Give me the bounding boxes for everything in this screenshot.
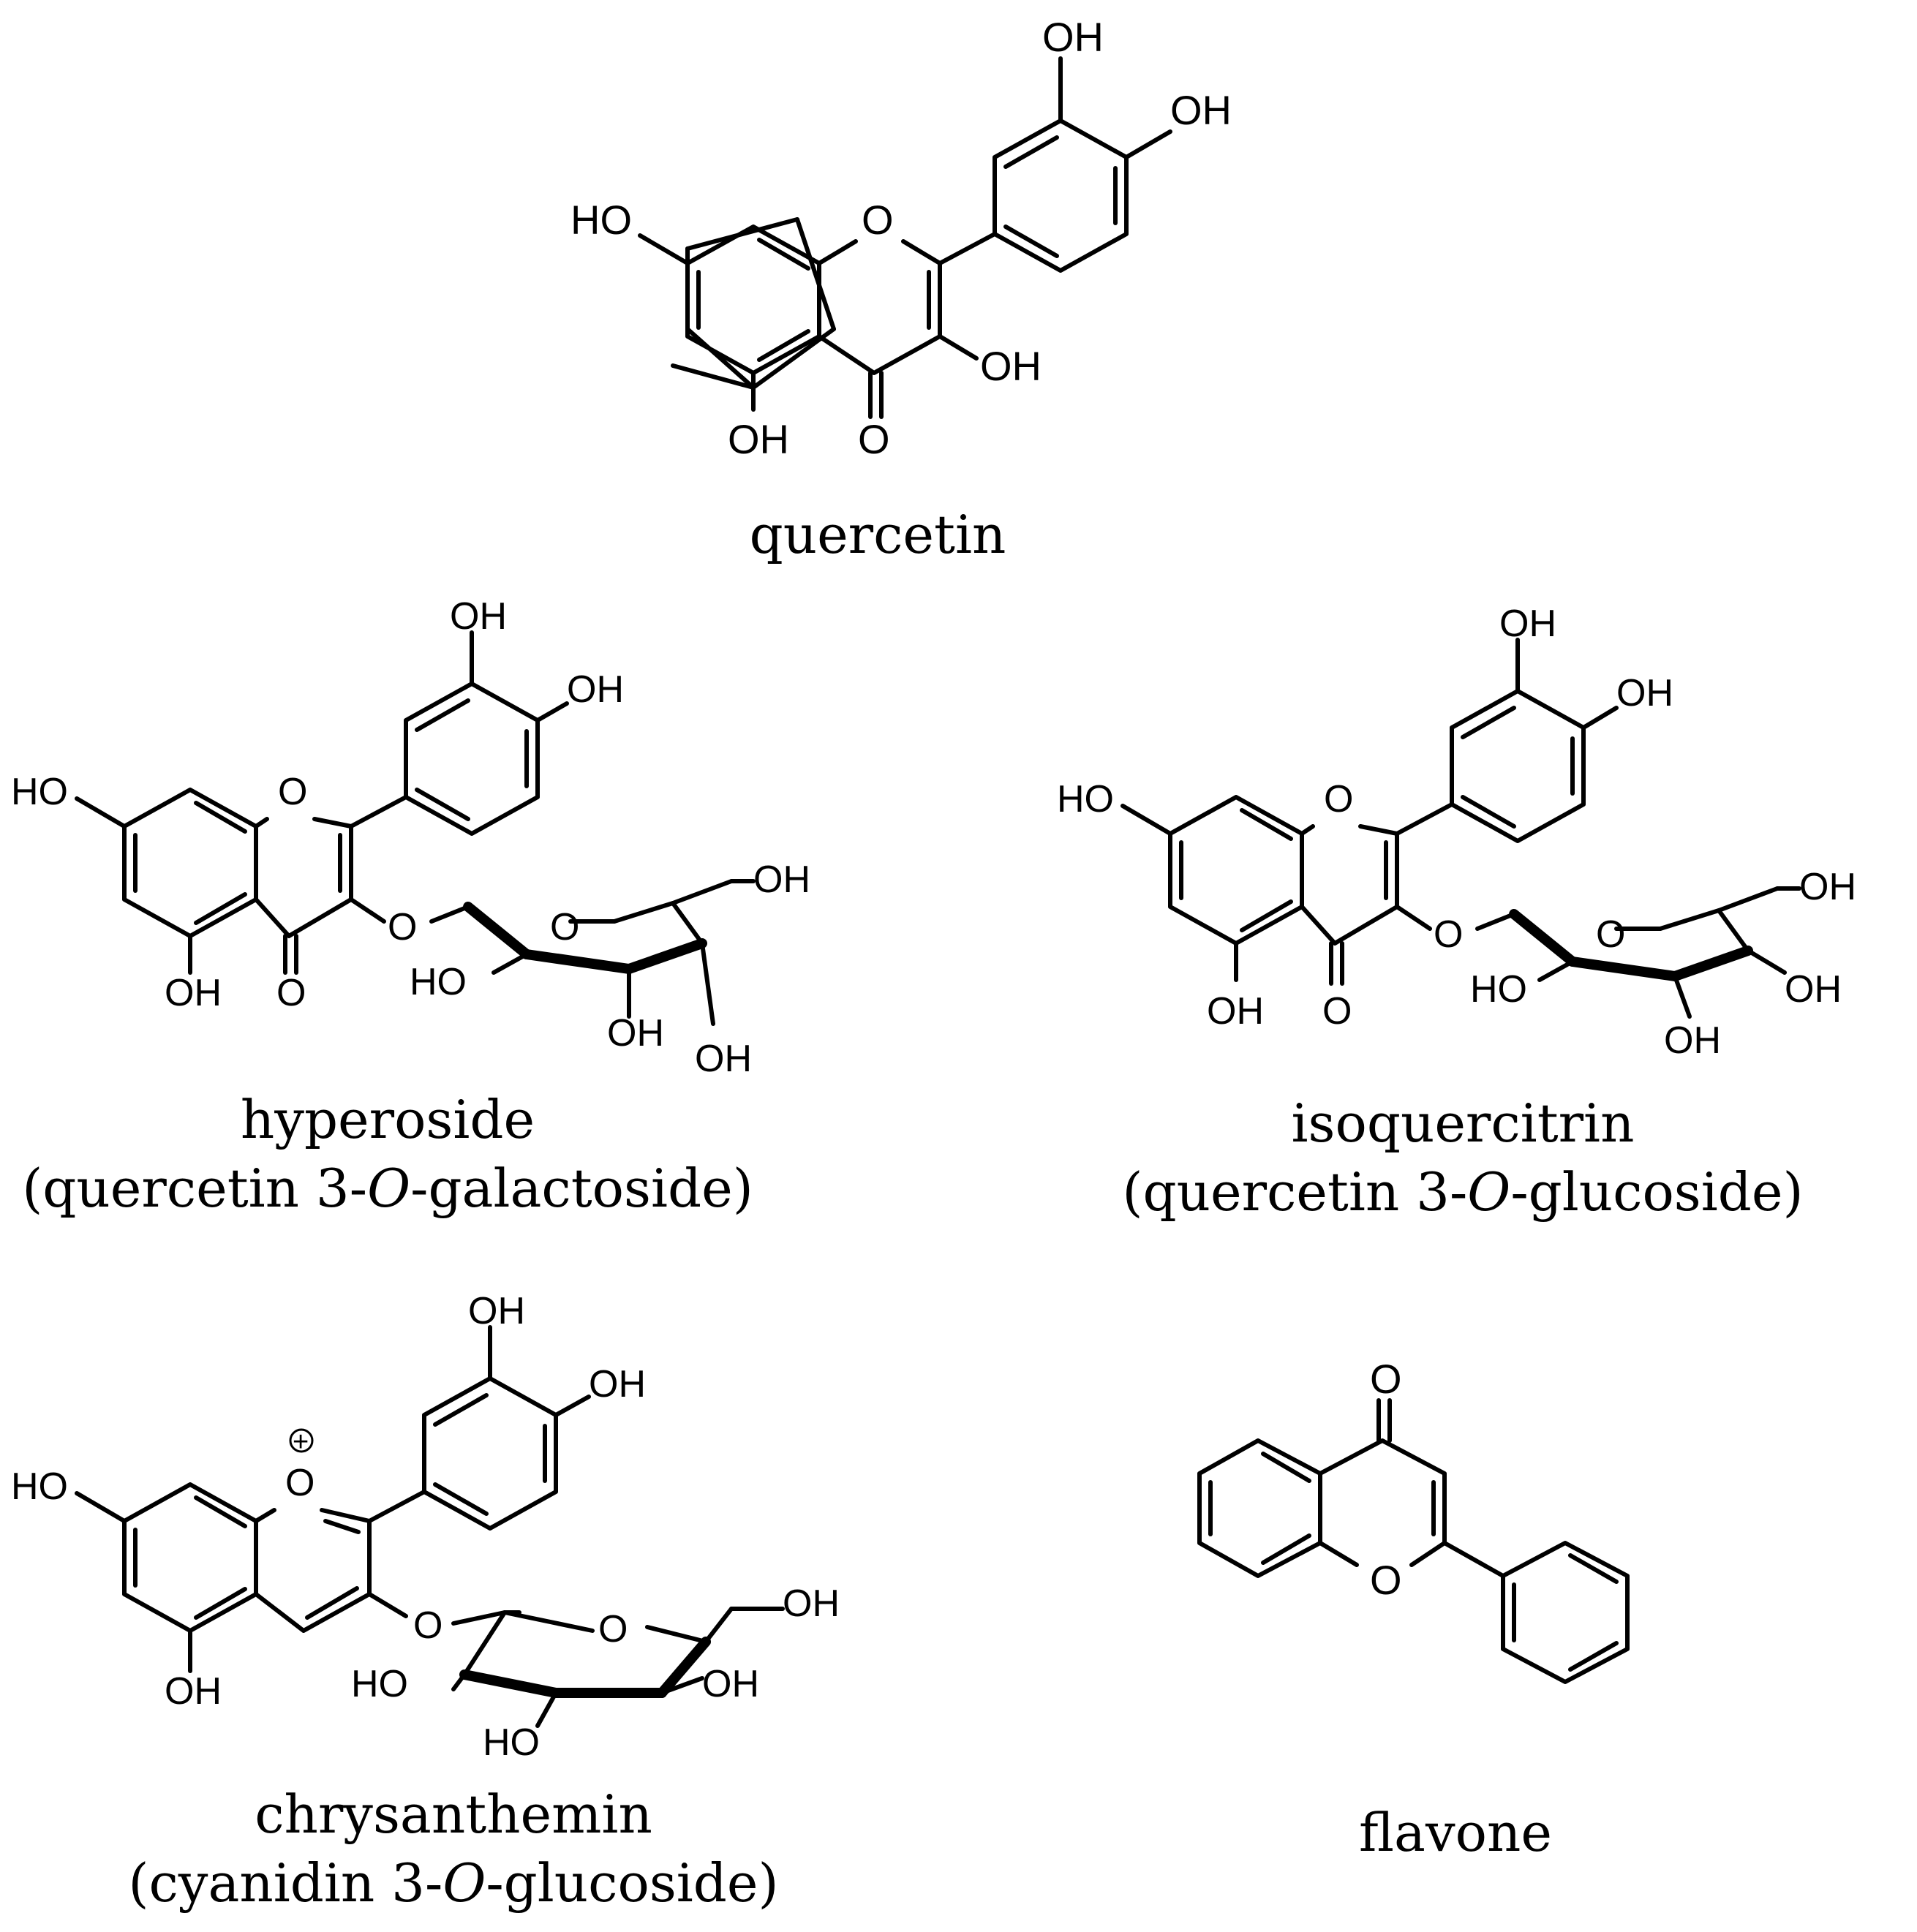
hyperoside-ring-o-label: O <box>278 771 307 813</box>
flavone-structure <box>1197 1398 1630 1684</box>
quercetin-carbonyl-label: O <box>858 416 890 462</box>
isoquercitrin-oh4s-label: OH <box>1785 968 1842 1011</box>
chrysanthemin-charge-label: + <box>293 1427 309 1457</box>
flavone-labels: O O <box>1370 1356 1402 1603</box>
hyperoside-sugar-ring-o-label: O <box>550 906 579 948</box>
chrysanthemin-oh7-label: HO <box>11 1465 68 1508</box>
chrysanthemin-oh2s-label: HO <box>351 1663 408 1705</box>
chrysanthemin-labels: HO O + OH O OH OH O OH HO HO OH <box>11 1290 840 1764</box>
hyperoside-caption: hyperoside (quercetin 3-O-galactoside) <box>22 1086 753 1223</box>
hyperoside-subtitle-pre: (quercetin 3- <box>22 1157 368 1219</box>
isoquercitrin-oh7-label: HO <box>1057 778 1114 820</box>
hyperoside-oh3p-label: OH <box>450 595 507 638</box>
isoquercitrin-structure <box>1121 638 1801 1019</box>
quercetin-caption: quercetin <box>622 501 1134 570</box>
chrysanthemin-oh4s-label: OH <box>702 1663 759 1705</box>
chrysanthemin-subtitle: (cyanidin 3-O-glucoside) <box>88 1849 819 1918</box>
chrysanthemin-oh3s-label: HO <box>483 1721 540 1764</box>
isoquercitrin-subtitle-pre: (quercetin 3- <box>1122 1161 1468 1223</box>
isoquercitrin-oh2s-label: HO <box>1470 968 1527 1011</box>
isoquercitrin-sugar-ring-o-label: O <box>1596 913 1625 956</box>
quercetin-oh5-label: OH <box>728 416 789 462</box>
hyperoside-structure <box>75 630 756 1026</box>
quercetin-oh4p-label: OH <box>1170 87 1232 133</box>
hyperoside-oh5-label: OH <box>165 972 222 1014</box>
hyperoside-carbonyl-label: O <box>276 972 306 1014</box>
hyperoside-glyco-o-label: O <box>388 906 417 948</box>
chrysanthemin-oh3p-label: OH <box>468 1290 525 1332</box>
hyperoside-oh6s-label: OH <box>753 859 810 901</box>
chrysanthemin-oh6s-label: OH <box>783 1582 840 1625</box>
flavone-name: flavone <box>1359 1802 1552 1863</box>
isoquercitrin-subtitle-post: -glucoside) <box>1510 1161 1804 1223</box>
quercetin-labels: HO O OH O OH OH OH <box>570 14 1232 462</box>
hyperoside-subtitle-italic: O <box>367 1157 411 1219</box>
isoquercitrin-name: isoquercitrin <box>1291 1093 1635 1154</box>
isoquercitrin-labels: HO O OH O O OH OH O OH HO OH OH <box>1057 603 1856 1062</box>
hyperoside-subtitle: (quercetin 3-O-galactoside) <box>22 1155 753 1223</box>
chrysanthemin-oh4p-label: OH <box>589 1363 646 1405</box>
quercetin-name: quercetin <box>749 504 1006 565</box>
isoquercitrin-subtitle-italic: O <box>1467 1161 1511 1223</box>
isoquercitrin-glyco-o-label: O <box>1434 913 1463 956</box>
quercetin-oh3p-label: OH <box>1042 14 1104 60</box>
isoquercitrin-oh4p-label: OH <box>1616 672 1673 714</box>
hyperoside-oh2s-label: HO <box>410 961 467 1003</box>
isoquercitrin-ring-o-label: O <box>1324 778 1353 820</box>
chrysanthemin-subtitle-italic: O <box>442 1852 486 1914</box>
chrysanthemin-oh5-label: OH <box>165 1670 222 1713</box>
isoquercitrin-subtitle: (quercetin 3-O-glucoside) <box>1097 1158 1829 1227</box>
quercetin-structure <box>638 56 1172 419</box>
isoquercitrin-oh3s-label: OH <box>1664 1019 1721 1062</box>
chrysanthemin-sugar-ring-o-label: O <box>598 1608 628 1650</box>
chrysanthemin-glyco-o-label: O <box>413 1604 442 1647</box>
isoquercitrin-oh6s-label: OH <box>1799 866 1856 908</box>
flavone-ring-o-label: O <box>1370 1557 1402 1603</box>
hyperoside-subtitle-post: -galactoside) <box>410 1157 753 1219</box>
quercetin-ring-o-label: O <box>862 197 894 243</box>
isoquercitrin-caption: isoquercitrin (quercetin 3-O-glucoside) <box>1097 1090 1829 1226</box>
chrysanthemin-subtitle-pre: (cyanidin 3- <box>128 1852 443 1914</box>
chrysanthemin-name: chrysanthemin <box>255 1784 652 1845</box>
flavone-carbonyl-label: O <box>1370 1356 1402 1402</box>
chrysanthemin-charge-circle <box>289 1428 314 1453</box>
isoquercitrin-oh3p-label: OH <box>1499 603 1556 645</box>
chrysanthemin-caption: chrysanthemin (cyanidin 3-O-glucoside) <box>88 1781 819 1917</box>
hyperoside-oh3s-label: OH <box>607 1012 664 1054</box>
hyperoside-labels: HO O OH O O OH OH O OH HO OH OH <box>11 595 810 1080</box>
isoquercitrin-carbonyl-label: O <box>1322 990 1352 1033</box>
hyperoside-name: hyperoside <box>240 1089 535 1150</box>
flavone-caption: flavone <box>1236 1799 1675 1868</box>
chrysanthemin-ring-o-label: O <box>285 1462 315 1504</box>
hyperoside-oh4s-label: OH <box>695 1038 752 1080</box>
hyperoside-oh4p-label: OH <box>567 668 624 711</box>
quercetin-oh3-label: OH <box>980 343 1042 389</box>
quercetin-oh7-label: HO <box>570 197 632 243</box>
chrysanthemin-subtitle-post: -glucoside) <box>486 1852 779 1914</box>
hyperoside-oh7-label: HO <box>11 771 68 813</box>
chrysanthemin-structure <box>75 1325 785 1728</box>
isoquercitrin-oh5-label: OH <box>1207 990 1264 1033</box>
